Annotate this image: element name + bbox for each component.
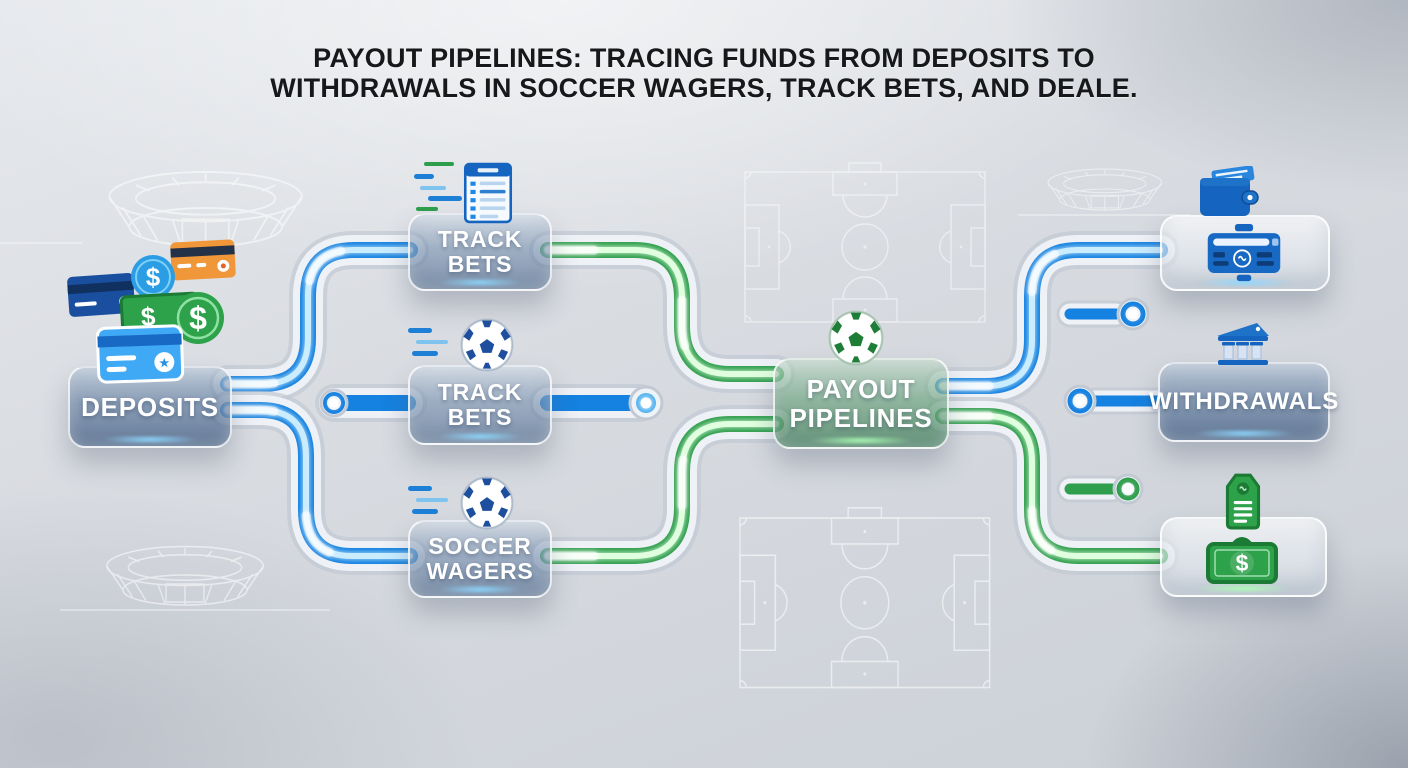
track-bets-top-icon-group	[414, 162, 544, 224]
money-bill-icon: $	[1206, 534, 1278, 586]
soccer-wagers-label-2: WAGERS	[426, 558, 534, 584]
glow-bar	[797, 437, 925, 444]
stadium-wireframe-bottom-left	[105, 545, 265, 606]
wallet-svg	[1200, 166, 1259, 216]
wallet-icon	[1196, 166, 1260, 220]
speed-line	[414, 174, 434, 179]
glow-bar	[1181, 430, 1307, 437]
pipe-payout-to-cash-payout	[924, 397, 1179, 575]
node-track-bets-mid: TRACK BETS	[408, 365, 552, 445]
title-line-1: PAYOUT PIPELINES: TRACING FUNDS FROM DEP…	[313, 43, 1095, 73]
speed-line	[416, 340, 448, 344]
glow-bar	[428, 586, 532, 593]
speed-line	[408, 486, 432, 491]
glow-bar	[1183, 585, 1304, 592]
glow-bar	[90, 436, 210, 443]
deposits-icon-cluster: $ $ $ ★	[60, 235, 300, 385]
soccer-ball-blue-icon	[460, 476, 514, 530]
payout-label-1: PAYOUT	[806, 374, 916, 405]
node-track-bets-top: TRACK BETS	[408, 213, 552, 291]
payout-icon-group	[828, 310, 886, 366]
soccer-ball-green-icon	[828, 310, 884, 366]
pipe-deposits-to-soccer-wagers	[209, 391, 429, 575]
betting-slip-icon	[463, 162, 513, 224]
price-tag-icon	[1220, 471, 1266, 531]
soccer-wagers-label-1: SOCCER	[428, 533, 532, 560]
track-bets-top-label-2: BETS	[447, 251, 513, 277]
pipe-track-bets-mid-stub	[529, 384, 664, 422]
pipe-soccer-wagers-to-payout	[529, 405, 795, 575]
speed-line	[412, 351, 438, 356]
bank-svg	[1217, 323, 1269, 365]
credit-card-navy-icon	[67, 273, 136, 317]
speed-line	[412, 509, 438, 514]
money-bill-svg: $	[1206, 537, 1278, 584]
title-line-2: WITHDRAWALS IN SOCCER WAGERS, TRACK BETS…	[270, 72, 1138, 103]
dollar-coin-blue-icon: $	[131, 255, 175, 299]
track-bets-mid-icon-group	[408, 318, 538, 372]
credit-card-blue-star-icon: ★	[95, 324, 185, 384]
track-bets-top-label-1: TRACK	[437, 226, 523, 253]
svg-text:$: $	[1236, 550, 1249, 576]
price-tag-svg	[1225, 473, 1261, 530]
page-title: PAYOUT PIPELINES: TRACING FUNDS FROM DEP…	[0, 43, 1408, 103]
node-payout-pipelines: PAYOUT PIPELINES	[773, 358, 949, 449]
soccer-wagers-icon-group	[408, 476, 538, 530]
background-decor	[0, 162, 1190, 689]
pipe-deposits-to-track-bets-top	[209, 231, 429, 403]
glow-bar	[1183, 279, 1307, 286]
card-terminal-icon	[1200, 224, 1288, 282]
track-bets-mid-label-2: BETS	[447, 404, 513, 430]
pipe-track-bets-top-to-payout	[529, 231, 795, 393]
speed-line	[420, 186, 446, 190]
svg-text:$: $	[140, 301, 157, 332]
glow-bar	[428, 279, 532, 286]
speed-line	[416, 207, 438, 211]
payout-label-2: PIPELINES	[789, 402, 933, 433]
node-withdrawals: WITHDRAWALS	[1149, 362, 1338, 442]
track-bets-mid-label-1: TRACK	[437, 379, 523, 406]
card-terminal-svg	[1207, 224, 1281, 282]
deposit-icons: $ $ $ ★	[67, 239, 236, 384]
speed-line	[424, 162, 454, 166]
svg-text:$: $	[146, 262, 161, 292]
svg-text:★: ★	[158, 355, 170, 370]
speed-line	[408, 328, 432, 333]
connector-blue-withdrawals	[1063, 384, 1172, 418]
pipe-payout-to-cash-out	[924, 231, 1179, 405]
bank-icon	[1210, 320, 1276, 366]
node-soccer-wagers: SOCCER WAGERS	[408, 520, 552, 598]
credit-card-orange-icon	[170, 239, 236, 281]
speed-line	[428, 196, 462, 201]
pipe-node-to-track-bets-mid	[315, 384, 427, 422]
connector-green-bottom	[1056, 473, 1144, 505]
deposits-label: DEPOSITS	[81, 391, 219, 422]
withdrawals-label: WITHDRAWALS	[1148, 388, 1340, 416]
soccer-ball-blue-icon	[460, 318, 514, 372]
stadium-wireframe-top-right	[1047, 168, 1163, 211]
node-deposits: DEPOSITS	[68, 366, 232, 448]
speed-line	[416, 498, 448, 502]
glow-bar	[428, 433, 532, 440]
connector-blue-top	[1056, 297, 1150, 331]
svg-text:$: $	[189, 300, 207, 336]
dollar-coin-green-icon: $	[172, 292, 224, 344]
